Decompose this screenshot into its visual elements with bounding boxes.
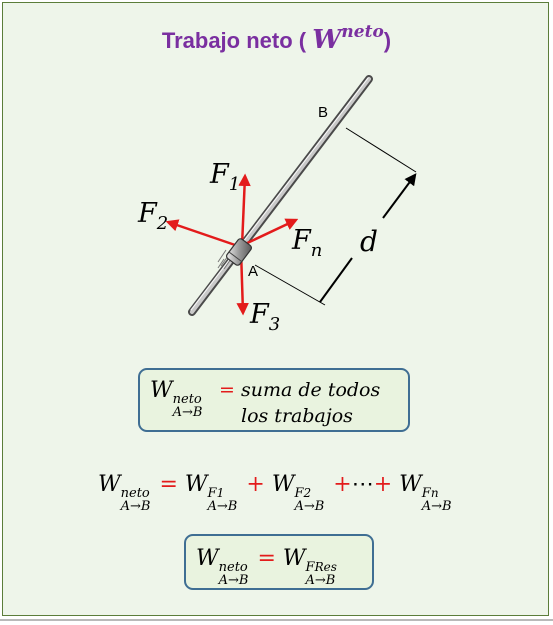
distance-arrow-upper xyxy=(382,173,417,219)
definition-line2: los trabajos xyxy=(241,405,353,427)
dimension-line-b xyxy=(345,127,417,173)
point-a-label: A xyxy=(248,263,258,280)
definition-box xyxy=(138,368,410,432)
force-label-f3: F3 xyxy=(249,299,280,335)
resultant-box xyxy=(184,534,374,590)
point-b-label: B xyxy=(318,104,328,121)
distance-arrow-lower xyxy=(319,257,353,303)
force-arrow-fn xyxy=(242,218,299,247)
force-label-f1: F1 xyxy=(209,159,240,195)
force-arrow-f2 xyxy=(165,219,239,248)
panel-frame xyxy=(2,2,549,616)
rod xyxy=(188,75,373,316)
collar xyxy=(225,238,253,266)
force-label-f2: F2 xyxy=(137,198,168,234)
definition-equals: = xyxy=(219,379,235,401)
definition-line1: suma de todos xyxy=(241,379,381,401)
diagram-title: Trabajo neto ( Wneto) xyxy=(161,22,392,55)
dimension-line-a xyxy=(254,264,326,306)
force-arrow-f1 xyxy=(238,173,251,247)
force-label-fn: Fn xyxy=(291,225,322,261)
distance-label: d xyxy=(360,225,378,258)
bottom-divider xyxy=(0,619,553,621)
